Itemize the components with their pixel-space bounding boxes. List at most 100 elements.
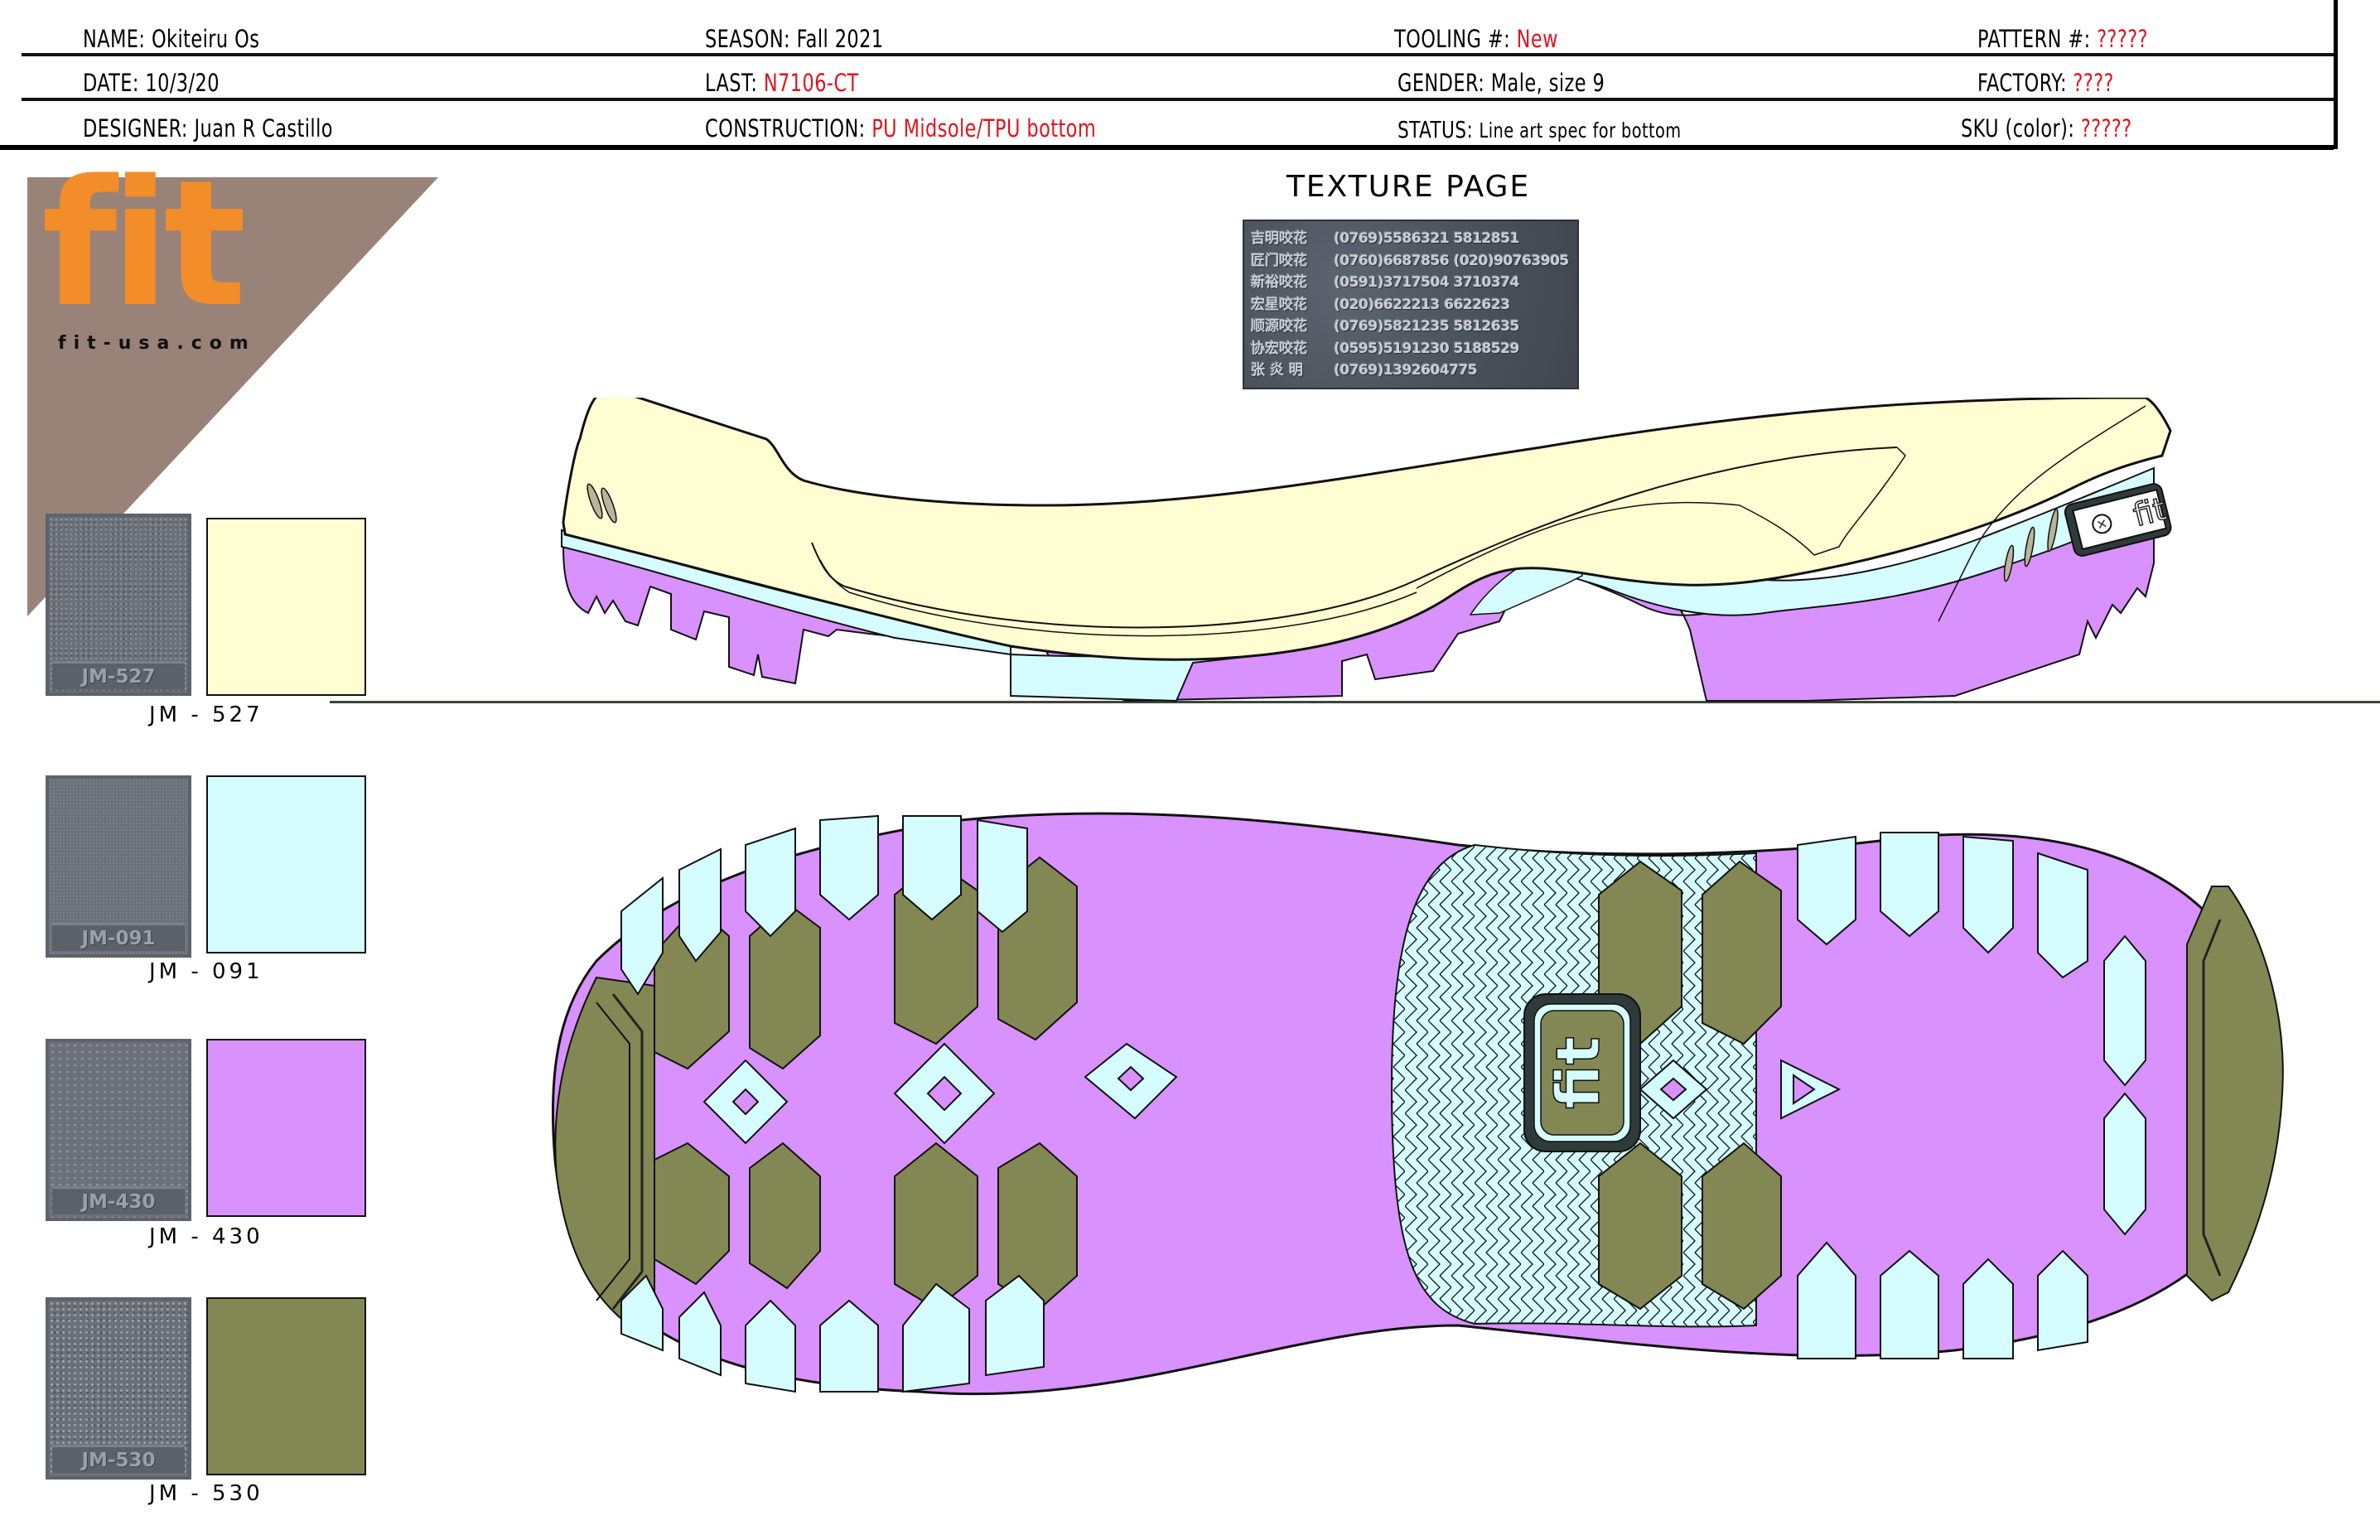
last-field: LAST: N7106-CT (705, 69, 859, 97)
vendor-name: 宏星咬花 (1251, 296, 1307, 313)
midsole-groove (819, 559, 1417, 637)
vendor-phone: (0595)5191230 5188529 (1334, 340, 1519, 357)
swatch-label: JM - 527 (149, 702, 263, 727)
field-value: N7106-CT (763, 69, 859, 97)
vendor-name: 协宏咬花 (1251, 340, 1307, 357)
sku-field: SKU (color): ????? (1961, 114, 2132, 142)
tooling-field: TOOLING #: New (1394, 25, 1558, 53)
pattern-field: PATTERN #: ????? (1977, 25, 2148, 53)
vendor-phone: (0769)5586321 5812851 (1334, 230, 1519, 247)
header-bottom-border (0, 145, 2334, 150)
field-value: Male, size 9 (1490, 69, 1605, 97)
sample-code: JM-527 (52, 661, 185, 689)
vendor-phone: (0760)6687856 (020)90763905 (1334, 252, 1569, 269)
vendor-name: 吉明咬花 (1251, 230, 1307, 247)
field-label: DATE: (83, 69, 139, 97)
vendor-row: 宏星咬花 (020)6622213 6622623 (1251, 294, 1571, 316)
vendor-phone: (0769)5821235 5812635 (1334, 318, 1519, 335)
vendor-name: 匠门咬花 (1251, 252, 1307, 269)
field-label: STATUS: (1398, 116, 1474, 143)
vent-slot (601, 487, 617, 524)
vent-slot (587, 483, 603, 519)
midsole-groove (811, 447, 1898, 629)
vendor-row: 顺源咬花 (0769)5821235 5812635 (1251, 316, 1571, 338)
field-label: SKU (color): (1961, 114, 2075, 142)
field-value: Line art spec for bottom (1479, 118, 1682, 142)
midsole-groove (1938, 405, 2146, 622)
outsole-logo-badge: fit (1523, 993, 1641, 1152)
color-chip (206, 775, 366, 953)
name-field: NAME: Okiteiru Os (83, 25, 259, 53)
vendor-row: 匠门咬花 (0760)6687856 (020)90763905 (1251, 250, 1571, 273)
texture-sample-photo: JM-091 (46, 775, 191, 958)
construction-field: CONSTRUCTION: PU Midsole/TPU bottom (705, 114, 1096, 142)
gender-field: GENDER: Male, size 9 (1398, 69, 1605, 97)
heel-logo-badge: ✕ fit (2064, 483, 2172, 558)
vendor-row: 张 炎 明 (0769)1392604775 (1251, 360, 1571, 382)
field-label: SEASON: (705, 25, 791, 53)
field-value: Juan R Castillo (194, 114, 333, 142)
ground-line (330, 701, 2380, 703)
vendor-phone: (0769)1392604775 (1334, 362, 1478, 379)
field-value: 10/3/20 (145, 69, 220, 97)
texture-sample-photo: JM-527 (46, 514, 191, 696)
vent-slot (2047, 508, 2059, 553)
field-label: CONSTRUCTION: (705, 114, 866, 142)
vent-slot (2003, 544, 2015, 582)
field-value: ????? (2080, 114, 2132, 142)
field-label: GENDER: (1398, 69, 1485, 97)
screw-icon (2092, 514, 2112, 534)
field-label: NAME: (83, 25, 146, 53)
swatch-label: JM - 091 (149, 959, 263, 984)
perimeter-lugs (620, 814, 2146, 1393)
vendor-name: 新裕咬花 (1251, 274, 1307, 291)
texture-sample-photo: JM-430 (46, 1039, 191, 1221)
field-value: ???? (2073, 69, 2114, 97)
season-field: SEASON: Fall 2021 (705, 25, 884, 53)
vendor-phone: (020)6622213 6622623 (1334, 296, 1510, 313)
date-field: DATE: 10/3/20 (83, 69, 220, 97)
sample-code: JM-530 (52, 1445, 185, 1473)
field-label: TOOLING #: (1394, 25, 1511, 53)
outsole-logo-text: fit (1543, 1036, 1613, 1109)
field-label: LAST: (705, 69, 758, 97)
factory-field: FACTORY: ???? (1977, 69, 2114, 97)
color-chip (206, 1039, 366, 1217)
swatch-label: JM - 530 (149, 1481, 263, 1506)
outsole-bottom-view: fit (551, 812, 2284, 1396)
field-label: DESIGNER: (83, 114, 188, 142)
designer-field: DESIGNER: Juan R Castillo (83, 114, 333, 142)
vendor-row: 新裕咬花 (0591)3717504 3710374 (1251, 272, 1571, 294)
diamond-lugs (702, 1042, 1842, 1145)
header-divider (22, 98, 2334, 101)
field-value: New (1516, 25, 1558, 53)
field-value: Okiteiru Os (151, 25, 260, 53)
field-label: FACTORY: (1977, 69, 2067, 97)
color-chip (206, 518, 366, 696)
texture-sample-photo: JM-530 (46, 1297, 191, 1480)
color-chip (206, 1297, 366, 1475)
sample-code: JM-091 (52, 923, 185, 951)
vendor-name: 顺源咬花 (1251, 318, 1307, 335)
sample-code: JM-430 (52, 1186, 185, 1214)
field-value: Fall 2021 (796, 25, 884, 53)
midsole-groove (1416, 447, 1906, 589)
brand-logo: fit (41, 142, 247, 345)
texture-page-title: TEXTURE PAGE (1286, 170, 1531, 204)
field-value: ????? (2097, 25, 2148, 53)
sole-side-profile: ✕ fit (561, 398, 2172, 702)
heel-pod (2186, 886, 2284, 1302)
vendor-phone: (0591)3717504 3710374 (1334, 274, 1519, 291)
midsole-side (562, 398, 2172, 661)
spec-header-table: NAME: Okiteiru Os SEASON: Fall 2021 TOOL… (0, 0, 2338, 150)
header-divider (22, 53, 2334, 56)
svg-text:✕: ✕ (2095, 515, 2110, 533)
vendor-row: 协宏咬花 (0595)5191230 5188529 (1251, 338, 1571, 360)
swatch-label: JM - 430 (149, 1224, 263, 1249)
brand-url: fit-usa.com (58, 333, 256, 354)
field-label: PATTERN #: (1977, 25, 2091, 53)
vendor-name: 张 炎 明 (1251, 362, 1303, 379)
vent-slot (2024, 526, 2035, 567)
texture-vendor-plate: 吉明咬花 (0769)5586321 5812851 匠门咬花 (0760)6687… (1243, 220, 1579, 389)
field-value: PU Midsole/TPU bottom (871, 114, 1097, 142)
